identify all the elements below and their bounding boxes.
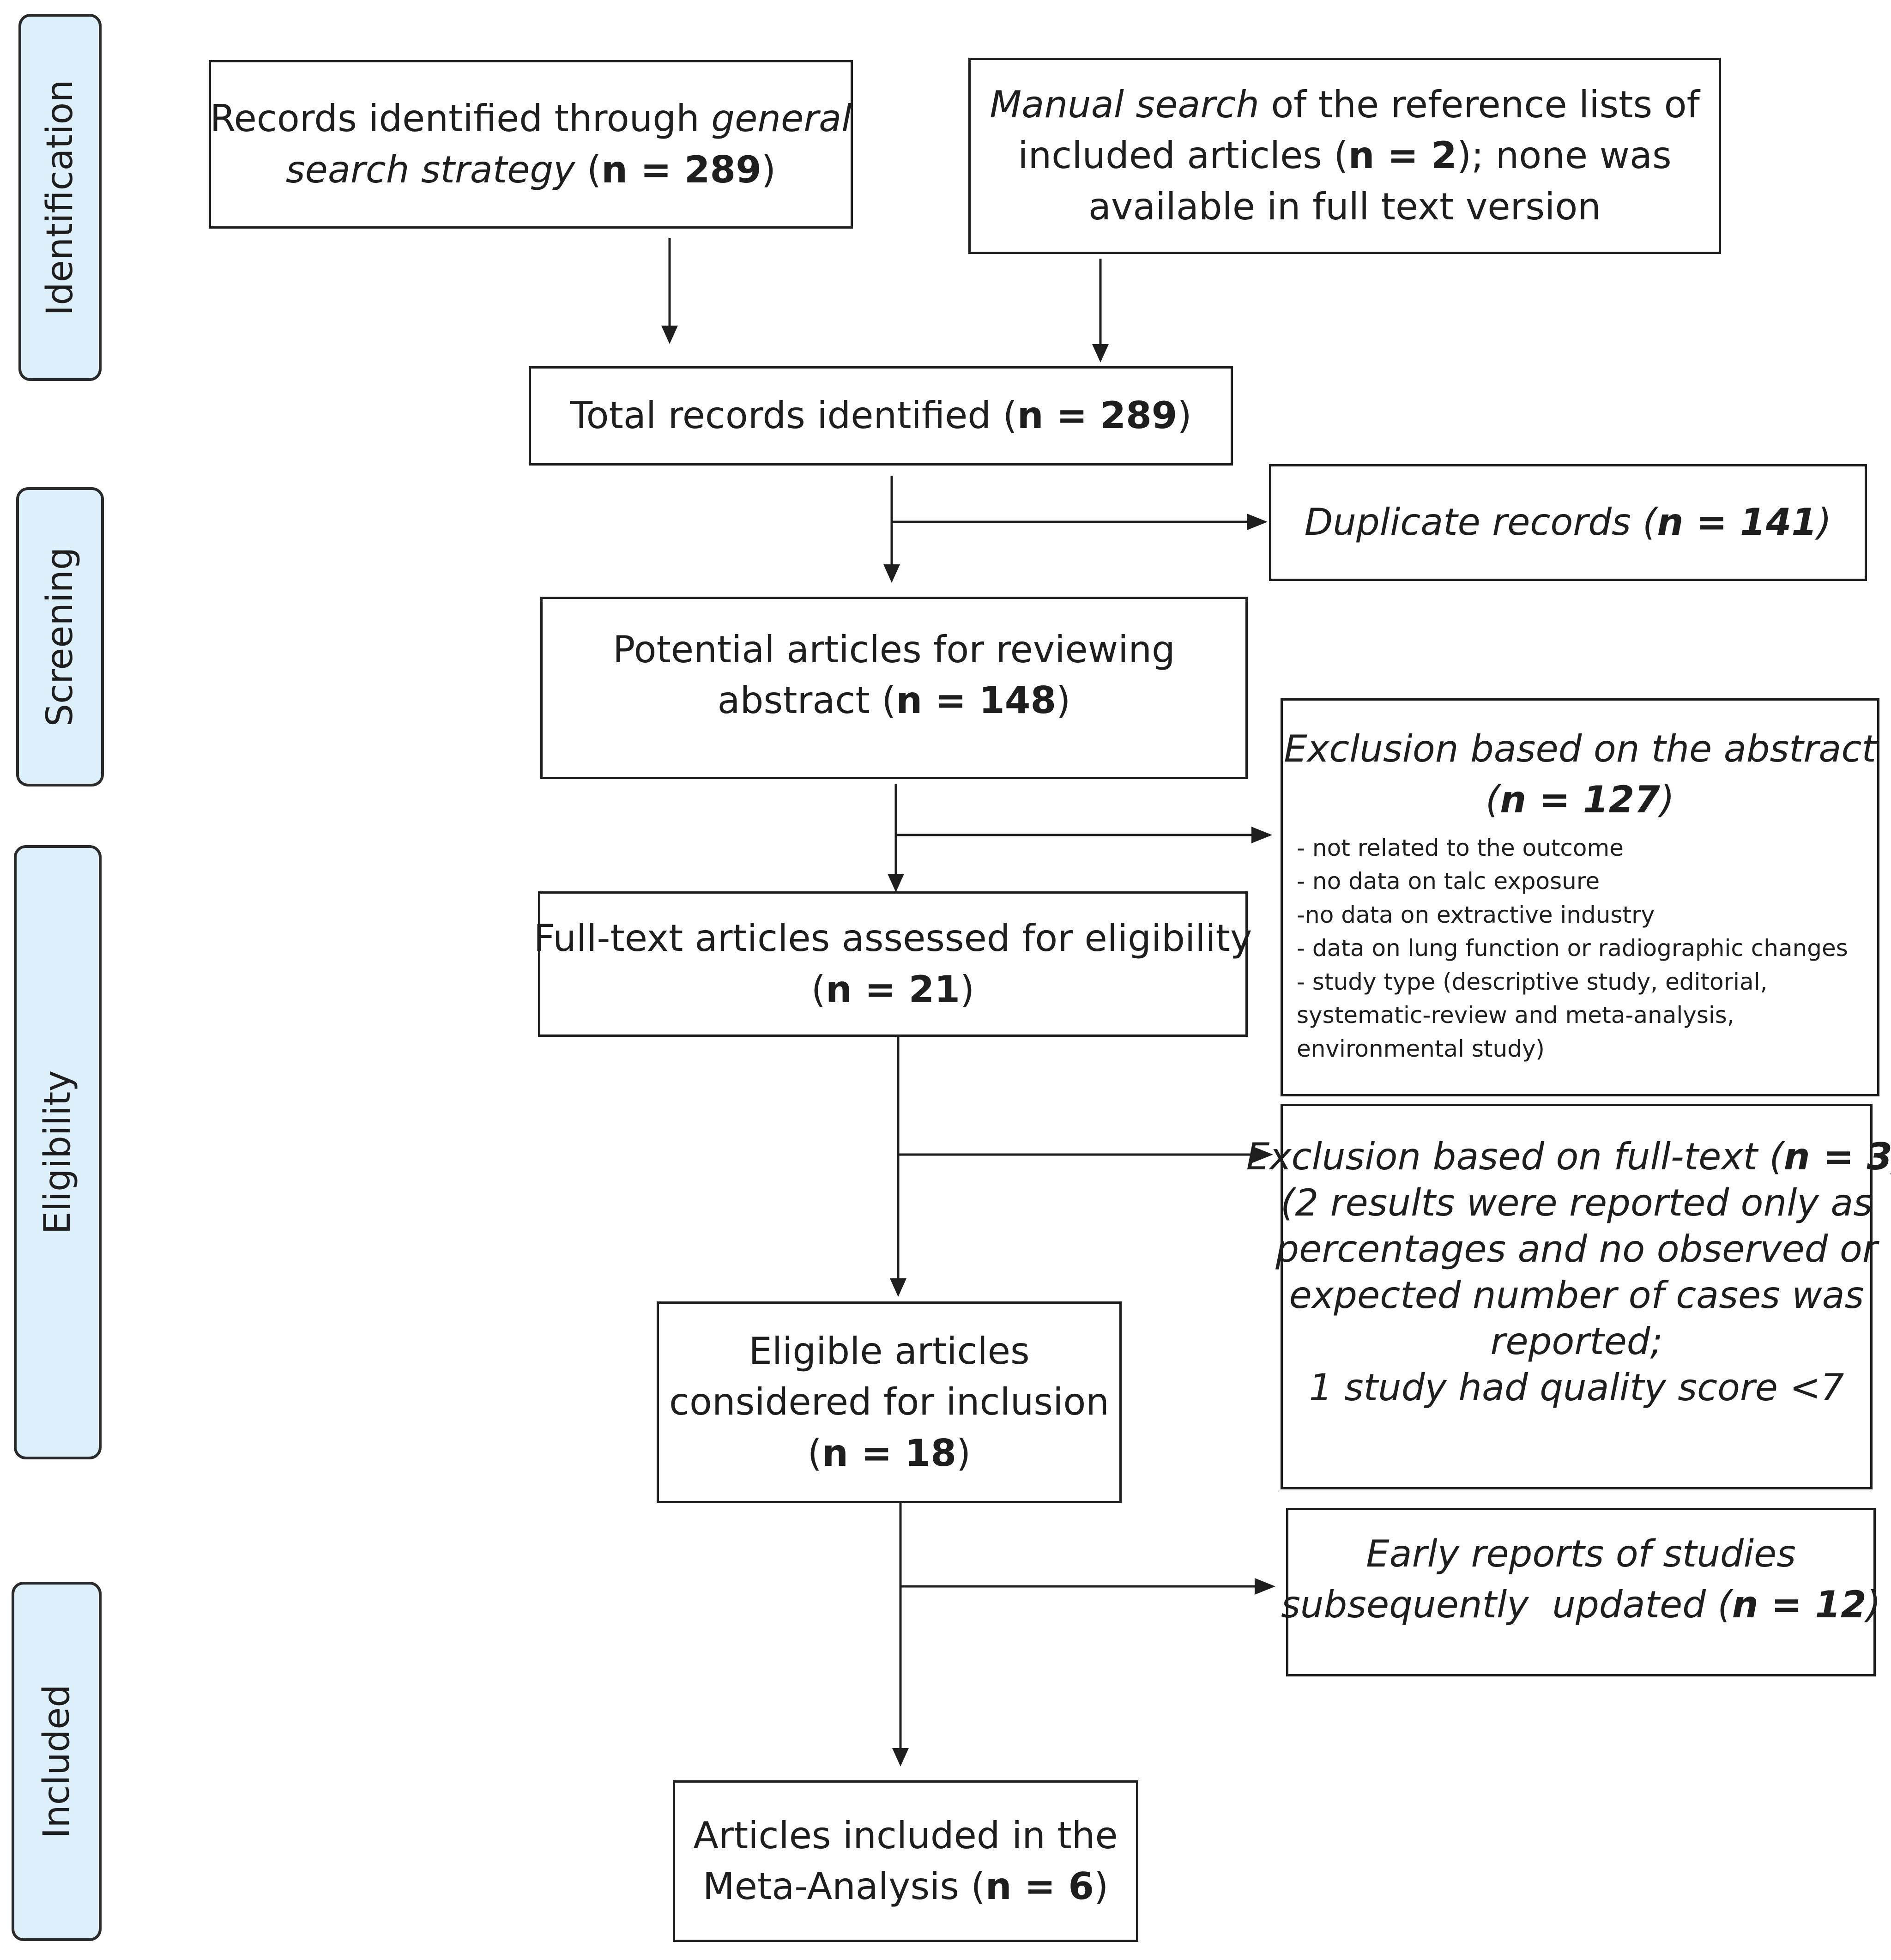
list-item: - study type (descriptive study, editori… xyxy=(1297,968,1768,995)
arrowhead xyxy=(1247,514,1268,530)
early-reports-line1: Early reports of studies xyxy=(1366,1532,1796,1575)
general-search-line2: search strategy (n = 289) xyxy=(285,148,776,191)
arrowhead xyxy=(1252,1146,1273,1163)
arrowhead xyxy=(661,326,678,344)
exclusion-abstract-title: Exclusion based on the abstract xyxy=(1284,727,1876,770)
duplicates-box: Duplicate records (n = 141) xyxy=(1269,464,1867,581)
list-item: - no data on talc exposure xyxy=(1297,868,1600,895)
potential-articles-box: Potential articles for reviewing abstrac… xyxy=(540,597,1248,779)
manual-search-count: n = 2 xyxy=(1348,134,1457,177)
eligible-line1: Eligible articles xyxy=(749,1329,1030,1373)
exclusion-abstract-box: Exclusion based on the abstract (n = 127… xyxy=(1281,698,1879,1096)
arrowhead xyxy=(890,1278,906,1297)
full-text-line2: (n = 21) xyxy=(811,968,975,1011)
exclusion-full-text-line4: expected number of cases was xyxy=(1289,1274,1864,1317)
exclusion-abstract-count-line: (n = 127) xyxy=(1485,778,1675,822)
included-count: n = 6 xyxy=(985,1865,1094,1908)
stage-included-label: Included xyxy=(36,1684,78,1839)
eligible-line2: considered for inclusion xyxy=(669,1380,1109,1424)
included-line1: Articles included in the xyxy=(693,1814,1118,1857)
general-search-box: Records identified through general searc… xyxy=(209,60,853,229)
arrowhead xyxy=(888,874,904,892)
arrowhead xyxy=(1092,344,1109,363)
arrowhead xyxy=(1255,1578,1275,1595)
eligible-box: Eligible articles considered for inclusi… xyxy=(657,1301,1122,1503)
stage-included: Included xyxy=(12,1582,102,1941)
early-reports-line2: subsequently updated (n = 12) xyxy=(1281,1583,1881,1627)
arrowhead xyxy=(883,564,900,583)
exclusion-abstract-reasons: - not related to the outcome - no data o… xyxy=(1297,831,1848,1066)
included-box: Articles included in the Meta-Analysis (… xyxy=(673,1780,1138,1942)
stage-identification-label: Identification xyxy=(39,79,81,316)
exclusion-full-text-count: n = 3 xyxy=(1783,1135,1891,1178)
general-search-count: n = 289 xyxy=(601,148,761,191)
total-records-box: Total records identified (n = 289) xyxy=(529,366,1233,466)
exclusion-full-text-line2: (2 results were reported only as xyxy=(1281,1181,1873,1224)
stage-screening-label: Screening xyxy=(39,547,81,727)
potential-articles-line1: Potential articles for reviewing xyxy=(613,628,1175,671)
exclusion-full-text-line6: 1 study had quality score <7 xyxy=(1309,1366,1844,1409)
early-reports-box: Early reports of studies subsequently up… xyxy=(1281,1508,1881,1676)
manual-search-line1: Manual search of the reference lists of xyxy=(990,83,1700,126)
exclusion-full-text-line1: Exclusion based on full-text (n = 3) xyxy=(1246,1134,1891,1180)
list-item: - data on lung function or radiographic … xyxy=(1297,935,1848,962)
exclusion-full-text-box: Exclusion based on full-text (n = 3) (2 … xyxy=(1246,1104,1891,1489)
stage-eligibility-label: Eligibility xyxy=(37,1070,79,1234)
exclusion-abstract-count: n = 127 xyxy=(1500,778,1660,822)
full-text-line1: Full-text articles assessed for eligibil… xyxy=(533,917,1252,960)
manual-search-box: Manual search of the reference lists of … xyxy=(968,58,1721,254)
duplicates-count: n = 141 xyxy=(1657,501,1818,544)
total-records-text: Total records identified (n = 289) xyxy=(570,394,1192,437)
manual-search-line3: available in full text version xyxy=(1088,185,1601,228)
manual-search-line2: included articles (n = 2); none was xyxy=(1018,134,1672,177)
exclusion-full-text-line5: reported; xyxy=(1490,1320,1663,1363)
early-reports-count: n = 12 xyxy=(1732,1583,1867,1627)
general-search-line1: Records identified through general xyxy=(210,97,852,140)
stage-screening: Screening xyxy=(16,487,104,786)
duplicates-text: Duplicate records (n = 141) xyxy=(1304,501,1832,544)
list-item: -no data on extractive industry xyxy=(1297,901,1655,928)
list-item: environmental study) xyxy=(1297,1035,1545,1062)
arrowhead xyxy=(892,1748,909,1766)
list-item: systematic-review and meta-analysis, xyxy=(1297,1002,1734,1029)
stage-identification: Identification xyxy=(18,14,102,381)
potential-articles-count: n = 148 xyxy=(896,679,1057,722)
total-records-count: n = 289 xyxy=(1017,394,1178,437)
potential-articles-line2: abstract (n = 148) xyxy=(717,679,1071,722)
full-text-count: n = 21 xyxy=(825,968,960,1011)
arrowhead xyxy=(1251,827,1272,843)
exclusion-full-text-line3: percentages and no observed or xyxy=(1275,1228,1878,1270)
included-line2: Meta-Analysis (n = 6) xyxy=(702,1865,1109,1908)
eligible-line3: (n = 18) xyxy=(807,1431,971,1475)
full-text-box: Full-text articles assessed for eligibil… xyxy=(534,891,1252,1037)
stage-eligibility: Eligibility xyxy=(14,845,102,1459)
list-item: - not related to the outcome xyxy=(1297,834,1624,861)
eligible-count: n = 18 xyxy=(822,1431,956,1475)
